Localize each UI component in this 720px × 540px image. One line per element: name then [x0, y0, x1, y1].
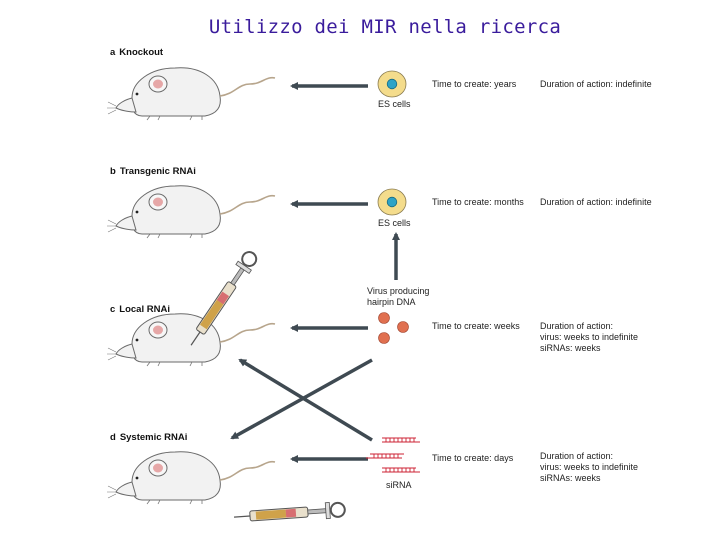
- virus-particle-icon: [397, 321, 409, 333]
- time-to-create-b: Time to create: months: [432, 197, 524, 207]
- es-cells-label: ES cells: [378, 99, 411, 109]
- virus-particle-icon: [378, 332, 390, 344]
- mouse-icon: [106, 312, 276, 367]
- time-to-create-d: Time to create: days: [432, 453, 514, 463]
- duration-d: Duration of action:virus: weeks to indef…: [540, 451, 639, 483]
- sirna-label: siRNA: [386, 480, 412, 490]
- duration-a: Duration of action: indefinite: [540, 79, 652, 89]
- time-to-create-c: Time to create: weeks: [432, 321, 520, 331]
- duration-c: Duration of action:virus: weeks to indef…: [540, 321, 639, 353]
- mouse-icon: [106, 450, 276, 505]
- mouse-icon: [106, 184, 276, 239]
- es-cell-icon: [377, 188, 407, 216]
- sirna-duplex-icon: [366, 437, 420, 473]
- arrow-cross-icon: [230, 358, 373, 440]
- duration-b: Duration of action: indefinite: [540, 197, 652, 207]
- syringe-icon: [232, 500, 347, 527]
- es-cell-icon: [377, 70, 407, 98]
- mouse-icon: [106, 66, 276, 121]
- time-to-create-a: Time to create: years: [432, 79, 517, 89]
- es-cells-label: ES cells: [378, 218, 411, 228]
- virus-particle-icon: [378, 312, 390, 324]
- page-title: Utilizzo dei MIR nella ricerca: [208, 16, 562, 38]
- arrow-cross-icon: [238, 358, 373, 442]
